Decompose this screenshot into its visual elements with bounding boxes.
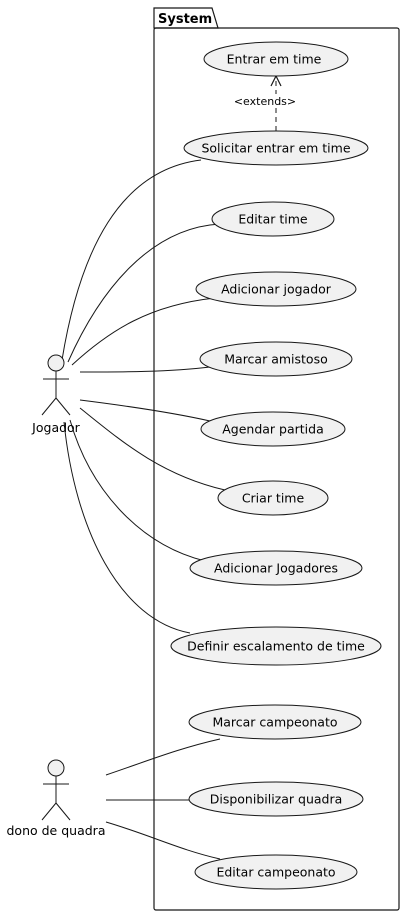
line-jogador-criar-time <box>79 407 226 491</box>
extends-label: <extends> <box>234 95 296 108</box>
use-cases: Entrar em time Solicitar entrar em time … <box>170 41 382 890</box>
line-jogador-adicionar-jogador <box>71 297 216 366</box>
use-case-marcar-amistoso[interactable]: Marcar amistoso <box>199 341 353 377</box>
actor-head <box>47 354 65 372</box>
line-jogador-editar-time <box>67 223 221 363</box>
use-case-adicionar-jogador[interactable]: Adicionar jogador <box>195 271 357 307</box>
actor-head <box>47 759 65 777</box>
use-case-label: Marcar campeonato <box>212 715 337 730</box>
system-boundary: System <box>153 7 400 911</box>
actor-leg-left <box>41 397 57 416</box>
actor-label: dono de quadra <box>7 823 106 838</box>
use-case-solicitar-entrar-em-time[interactable]: Solicitar entrar em time <box>183 130 369 166</box>
use-case-editar-campeonato[interactable]: Editar campeonato <box>194 854 358 890</box>
line-dono-editar-campeonato <box>105 821 221 860</box>
use-case-entrar-em-time[interactable]: Entrar em time <box>203 41 349 77</box>
use-case-label: Criar time <box>242 491 305 506</box>
actor-leg-left <box>41 802 57 821</box>
use-case-label: Editar time <box>238 212 308 227</box>
use-case-label: Adicionar jogador <box>221 282 332 297</box>
actor-dono-de-quadra[interactable]: dono de quadra <box>7 759 106 838</box>
line-jogador-definir <box>63 421 191 634</box>
use-case-label: Editar campeonato <box>216 865 335 880</box>
line-jogador-agendar <box>79 399 211 422</box>
use-case-label: Adicionar Jogadores <box>214 561 338 576</box>
actor-label: Jogador <box>31 420 81 435</box>
use-case-label: Marcar amistoso <box>224 352 328 367</box>
use-case-adicionar-jogadores[interactable]: Adicionar Jogadores <box>189 550 363 586</box>
use-case-label: Disponibilizar quadra <box>210 792 343 807</box>
use-case-criar-time[interactable]: Criar time <box>217 480 329 516</box>
use-case-disponibilizar-quadra[interactable]: Disponibilizar quadra <box>188 781 364 817</box>
use-case-marcar-campeonato[interactable]: Marcar campeonato <box>188 704 362 740</box>
line-dono-marcar-campeonato <box>105 738 221 776</box>
use-case-agendar-partida[interactable]: Agendar partida <box>200 411 346 447</box>
actor-jogador[interactable]: Jogador <box>31 354 81 435</box>
actor-leg-right <box>55 397 71 416</box>
use-case-definir-escalamento[interactable]: Definir escalamento de time <box>170 626 382 666</box>
line-jogador-marcar-amistoso <box>79 366 211 373</box>
use-case-label: Solicitar entrar em time <box>201 141 350 156</box>
system-frame <box>153 27 400 911</box>
actor-leg-right <box>55 802 71 821</box>
use-case-editar-time[interactable]: Editar time <box>211 201 335 237</box>
association-lines <box>61 159 226 860</box>
use-case-label: Agendar partida <box>222 422 324 437</box>
system-label: System <box>158 12 212 27</box>
use-case-label: Definir escalamento de time <box>187 639 365 654</box>
extends-relation: <extends> <box>232 74 298 131</box>
line-jogador-adicionar-jogadores <box>69 419 206 562</box>
line-jogador-solicitar <box>61 159 202 361</box>
use-case-label: Entrar em time <box>227 52 322 67</box>
extends-label-bg <box>232 94 298 108</box>
